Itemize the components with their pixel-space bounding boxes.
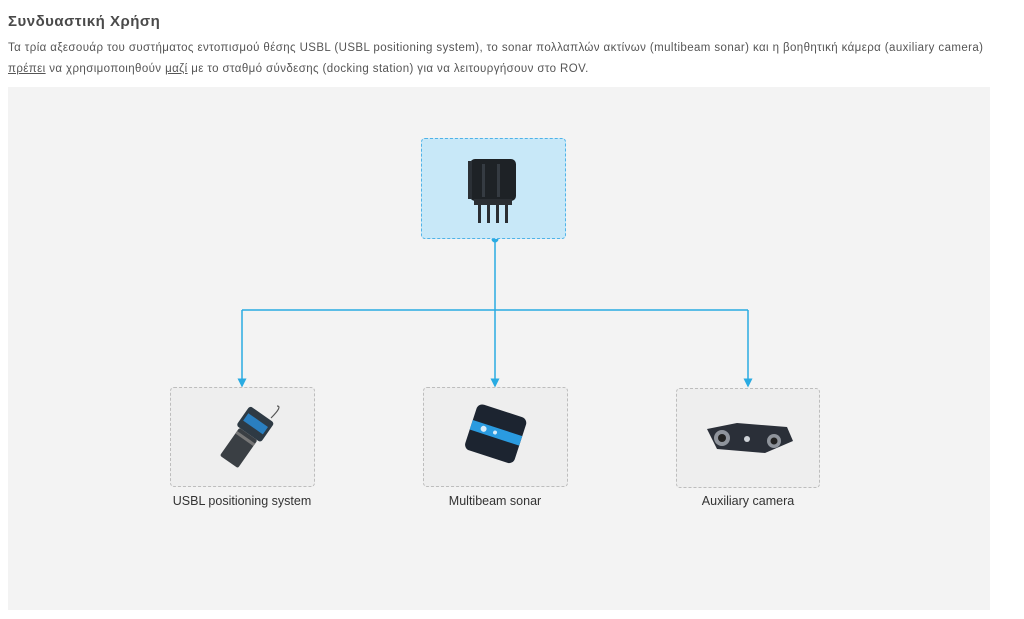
docking-station-node: [421, 138, 566, 239]
paragraph-text-2: να χρησιμοποιηθούν: [49, 63, 162, 75]
usbl-device-icon: [220, 405, 280, 468]
docking-station-connector-icon: [468, 159, 516, 223]
camera-node: [676, 388, 820, 488]
section-title: Συνδυαστική Χρήση: [8, 13, 161, 30]
multibeam-node: [423, 387, 568, 487]
paragraph-text-1: Τα τρία αξεσουάρ του συστήματος εντοπισμ…: [8, 42, 984, 54]
multibeam-label: Multibeam sonar: [448, 494, 542, 508]
paragraph-text-3: με το σταθμό σύνδεσης (docking station) …: [191, 63, 589, 75]
emphasis-must: πρέπει: [8, 63, 46, 75]
multibeam-sonar-icon: [465, 404, 527, 464]
usbl-node: [170, 387, 315, 487]
auxiliary-camera-icon: [707, 423, 793, 453]
camera-label: Auxiliary camera: [701, 494, 795, 508]
usbl-label: USBL positioning system: [172, 494, 312, 508]
emphasis-together: μαζί: [165, 63, 188, 75]
description-paragraph: Τα τρία αξεσουάρ του συστήματος εντοπισμ…: [8, 38, 1008, 80]
